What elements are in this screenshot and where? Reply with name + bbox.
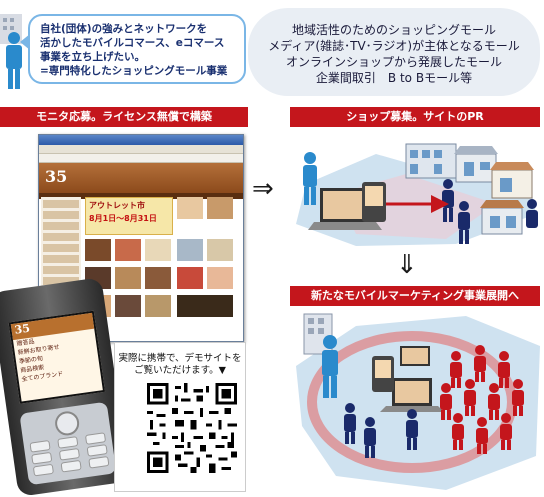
cloud-line: オンラインショップから発展したモール bbox=[285, 55, 502, 69]
product-tile bbox=[207, 267, 233, 289]
product-tile bbox=[177, 197, 203, 219]
product-tile bbox=[177, 295, 233, 317]
person-icon bbox=[450, 351, 462, 388]
qr-caption: 実際に携帯で、デモサイトを bbox=[118, 353, 242, 364]
person-icon bbox=[498, 351, 510, 388]
bubble-line: 自社(団体)の強みとネットワークを bbox=[40, 23, 208, 35]
product-tile bbox=[207, 197, 233, 219]
product-tile bbox=[85, 239, 111, 261]
product-tile bbox=[115, 239, 141, 261]
qr-code[interactable] bbox=[147, 383, 237, 473]
person-icon bbox=[476, 417, 488, 454]
banner-shop-recruit: ショップ募集。サイトのPR bbox=[290, 107, 540, 127]
qr-caption: ご覧いただけます。▼ bbox=[134, 365, 226, 376]
person-icon bbox=[452, 413, 464, 450]
product-tile bbox=[145, 267, 171, 289]
bubble-tail bbox=[20, 34, 30, 50]
person-icon bbox=[500, 413, 512, 450]
cloud-line: 地域活性のためのショッピングモール bbox=[291, 23, 496, 37]
person-icon bbox=[406, 409, 418, 450]
person-icon bbox=[303, 152, 317, 205]
person-icon bbox=[464, 379, 476, 416]
arrow-right-icon: ⇒ bbox=[252, 174, 274, 204]
product-tile bbox=[145, 295, 171, 317]
product-tile bbox=[145, 239, 171, 261]
browser-address-bar bbox=[39, 154, 243, 163]
bubble-line: =専門特化したショッピングモール事業 bbox=[40, 65, 228, 77]
phone-icon bbox=[372, 356, 394, 392]
shop-building-icon bbox=[405, 143, 457, 179]
person-icon bbox=[322, 335, 338, 398]
person-icon bbox=[440, 383, 452, 420]
sale-date: 8月1日〜8月31日 bbox=[89, 214, 157, 223]
product-tile bbox=[177, 239, 203, 261]
shop-building-icon bbox=[454, 146, 498, 183]
laptop-icon bbox=[380, 378, 444, 412]
person-icon bbox=[364, 417, 376, 458]
sale-title: アウトレット市 bbox=[89, 201, 145, 210]
site-header: 35 bbox=[39, 163, 243, 193]
phone-keypad bbox=[19, 401, 117, 486]
arrow-down-icon: ⇓ bbox=[396, 250, 418, 280]
product-tile bbox=[207, 239, 233, 261]
site-logo: 35 bbox=[45, 167, 68, 186]
person-icon bbox=[474, 345, 486, 382]
laptop-icon bbox=[308, 188, 382, 230]
product-tile bbox=[115, 295, 141, 317]
banner-monitor: モニタ応募。ライセンス無償で構築 bbox=[0, 107, 248, 127]
person-icon bbox=[512, 379, 524, 416]
browser-toolbar bbox=[39, 145, 243, 154]
product-tile bbox=[177, 267, 203, 289]
person-icon bbox=[344, 403, 356, 444]
shop-building-icon bbox=[490, 162, 534, 199]
qr-panel: 実際に携帯で、デモサイトを ご覧いただけます。▼ bbox=[114, 342, 246, 492]
browser-titlebar bbox=[39, 135, 243, 145]
mobile-marketing-illustration bbox=[296, 313, 540, 490]
site-nav bbox=[39, 193, 243, 199]
phone-dpad bbox=[53, 409, 81, 437]
product-tile bbox=[115, 267, 141, 289]
goal-bubble: 自社(団体)の強みとネットワークを 活かしたモバイルコマース、eコマース 事業を… bbox=[28, 14, 246, 84]
laptop-icon bbox=[400, 346, 430, 366]
phone-icon bbox=[362, 182, 386, 222]
phone-screen: 35 贈答品 新鮮お取り寄せ 季節の旬 商品検索 全てのブランド bbox=[8, 310, 106, 404]
mall-types-cloud: 地域活性のためのショッピングモール メディア(雑誌･TV･ラジオ)が主体となるモ… bbox=[248, 8, 540, 96]
person-icon bbox=[488, 383, 500, 420]
shop-building-icon bbox=[480, 200, 524, 235]
shop-network-illustration bbox=[296, 143, 538, 246]
cloud-line: 企業間取引 B to Bモール等 bbox=[315, 71, 473, 85]
person-icon bbox=[0, 14, 22, 89]
bubble-line: 活かしたモバイルコマース、eコマース bbox=[40, 37, 225, 49]
person-icon bbox=[526, 199, 538, 228]
banner-new-business: 新たなモバイルマーケティング事業展開へ bbox=[290, 286, 540, 306]
bubble-line: 事業を立ち上げたい。 bbox=[40, 51, 145, 63]
sale-banner: アウトレット市 8月1日〜8月31日 bbox=[85, 197, 173, 235]
cloud-line: メディア(雑誌･TV･ラジオ)が主体となるモール bbox=[268, 39, 520, 53]
person-icon bbox=[458, 201, 470, 244]
